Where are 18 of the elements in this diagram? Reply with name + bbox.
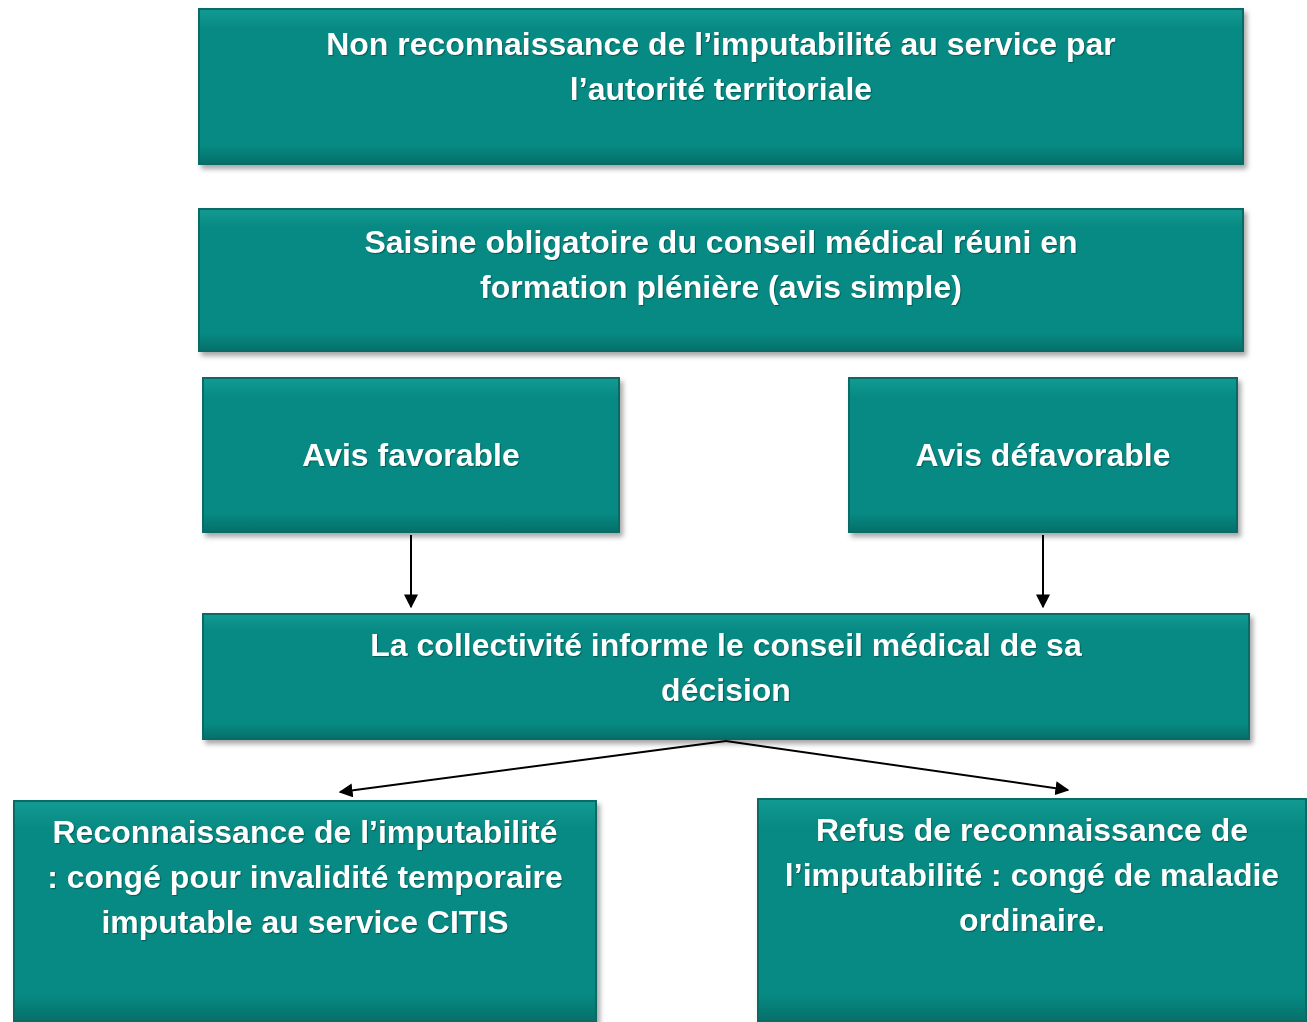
process-box [13, 800, 597, 1022]
box-text: Avis défavorable [915, 435, 1171, 475]
box-text: Reconnaissance de l’imputabilité : congé pour invalidité temporaire imputable au service CITIS [46, 813, 564, 942]
box-text: Saisine obligatoire du conseil médical réuni en formation plénière (avis simple) [363, 223, 1079, 307]
process-box [848, 377, 1238, 533]
arrow [1036, 534, 1050, 609]
process-box [202, 377, 620, 533]
process-box [198, 208, 1244, 352]
process-box [202, 613, 1250, 740]
box-text: Refus de reconnaissance de l’imputabilité : congé de maladie ordinaire. [783, 811, 1281, 940]
arrow [404, 534, 418, 609]
box-text: La collectivité informe le conseil médical de sa décision [369, 626, 1083, 710]
arrow [725, 740, 1070, 796]
process-box [757, 798, 1307, 1022]
arrow [338, 740, 727, 798]
box-text: Non reconnaissance de l’imputabilité au service par l’autorité territoriale [325, 25, 1117, 109]
process-box [198, 8, 1244, 165]
box-text: Avis favorable [302, 435, 520, 475]
